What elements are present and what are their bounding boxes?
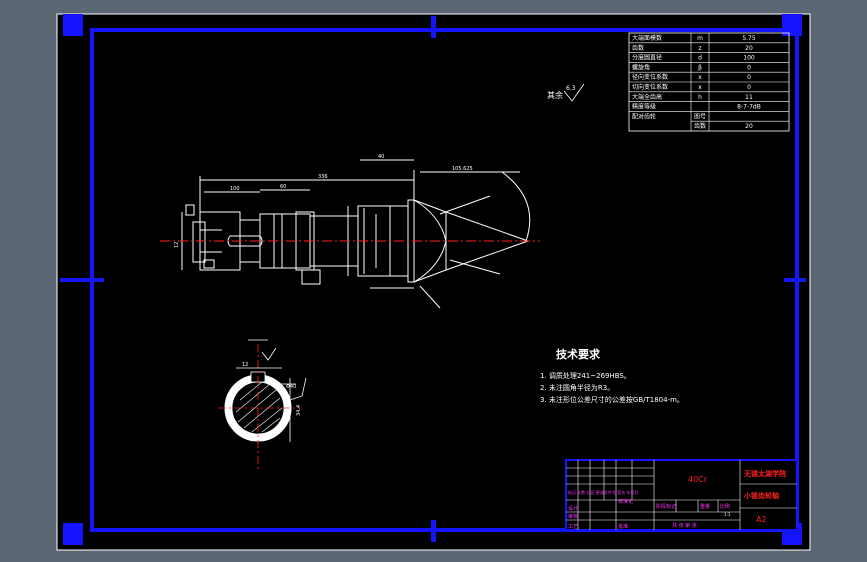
tech-item-2: 2. 未注圆角半径为R3。 [540, 383, 614, 392]
title-material: 40Cr [688, 475, 708, 484]
param-val: 0 [747, 84, 751, 91]
corner-mark-tl [63, 14, 83, 36]
title-standardization: 标准化 [618, 498, 633, 505]
parameter-table: 大端面模数 m 5.75 齿数 z 20 分度圆直径 d 100 螺旋角 β 0 径向变位系数 x 0 切向变… [628, 32, 790, 132]
param-sym: β [698, 64, 702, 71]
param-sym: m [697, 35, 703, 42]
roughness-value: 6.3 [566, 85, 576, 92]
dim-d1: 100 [230, 186, 240, 192]
param-val: 0 [747, 64, 751, 71]
title-approve: 批准 [618, 523, 628, 530]
param-name: 切向变位系数 [632, 83, 668, 91]
param-name: 精度等级 [632, 103, 656, 111]
param-val: 5.75 [742, 35, 756, 42]
tech-title: 技术要求 [556, 347, 601, 361]
dim-d3: 40 [378, 154, 384, 160]
title-weight: 重量 [700, 503, 710, 510]
param-sym: 图号 [694, 113, 706, 120]
cross-section-view [218, 339, 307, 470]
title-part-name: 小锥齿轮轴 [743, 491, 779, 500]
title-craft: 工艺 [568, 524, 578, 530]
roughness-symbol [563, 83, 585, 102]
center-mark-bottom [431, 520, 436, 542]
param-name: 分度圆直径 [632, 54, 662, 62]
corner-mark-bl [63, 523, 83, 545]
param-sym: d [698, 55, 702, 62]
param-val: 11 [745, 94, 753, 101]
section-width: 12 [242, 362, 248, 368]
param-name: 配对齿轮 [632, 112, 656, 120]
param-name: 螺旋角 [632, 63, 650, 71]
title-ratio: 比例 [720, 503, 730, 510]
title-review: 审核 [568, 513, 578, 520]
param-val: 8-7-7dB [737, 104, 761, 111]
tech-item-1: 1. 调质处理241~269HBS。 [540, 371, 631, 380]
param-sym: h [698, 94, 702, 101]
param-val: 0 [747, 74, 751, 81]
param-val: 100 [743, 55, 755, 62]
title-sheet-size: A2 [756, 515, 767, 524]
dim-d2: 60 [280, 184, 286, 190]
center-mark-right [784, 278, 806, 282]
section-diameter: Φ40 [286, 384, 296, 390]
tech-item-3: 3. 未注形位公差尺寸的公差按GB/T1804-m。 [540, 395, 684, 404]
param-name: 大端面模数 [632, 34, 662, 42]
title-scale: 1:1 [724, 512, 731, 517]
section-depth: 34.4 [296, 405, 302, 416]
corner-mark-tr [782, 14, 802, 36]
param-sym: x [698, 74, 702, 81]
center-mark-top [431, 16, 436, 38]
dim-cone-length: 105.625 [452, 166, 473, 172]
title-stage-mark: 阶段标记 [656, 503, 676, 510]
dim-total-length: 336 [318, 174, 328, 180]
param-val: 20 [745, 123, 753, 130]
param-sym: z [698, 45, 701, 52]
param-sym: 齿数 [694, 122, 706, 130]
dim-keyway: 12 [174, 242, 180, 248]
param-name: 径向变位系数 [632, 73, 668, 81]
center-mark-left [60, 278, 104, 282]
title-school: 无锡太湖学院 [743, 469, 786, 478]
param-val: 20 [745, 45, 753, 52]
param-sym: x [698, 84, 702, 91]
param-name: 大端全齿高 [632, 93, 662, 101]
title-sheet-count: 共 张 第 张 [672, 522, 697, 529]
param-name: 齿数 [632, 44, 644, 52]
title-design: 设计 [568, 505, 578, 512]
roughness-label: 其余 [547, 90, 563, 100]
title-block [565, 459, 798, 531]
title-header-marks: 标记 处数 分区 更改文件号 签名 年月日 [568, 489, 638, 495]
